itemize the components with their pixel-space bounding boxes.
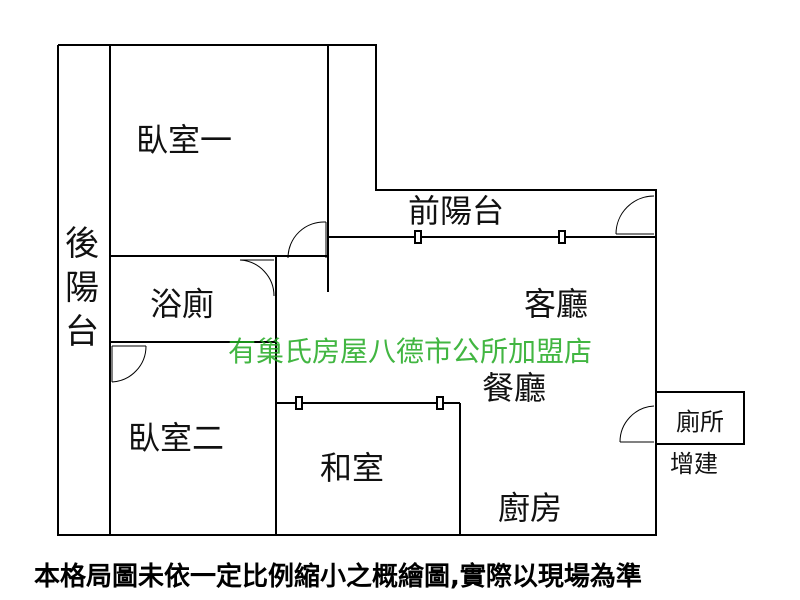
label-back-balcony: 後陽台 (65, 224, 99, 353)
label-bathroom: 浴廁 (150, 285, 215, 323)
agency-watermark: 有巢氏房屋八德市公所加盟店 (228, 335, 593, 368)
label-bedroom1: 臥室一 (136, 121, 233, 159)
label-extension: 增建 (670, 450, 718, 478)
door-marker (558, 230, 566, 244)
door-marker (436, 396, 444, 410)
label-kitchen: 廚房 (498, 489, 563, 527)
label-living-room: 客廳 (524, 285, 589, 323)
door-marker (295, 396, 303, 410)
door-swing-bedroom2 (111, 345, 147, 383)
door-swings (111, 195, 655, 443)
label-toilet: 廁所 (676, 408, 724, 436)
walls (57, 44, 745, 536)
label-japanese-room: 和室 (320, 449, 385, 487)
label-front-balcony: 前陽台 (408, 192, 505, 230)
door-marker (414, 230, 422, 244)
sliding-door-markers (295, 230, 566, 410)
outer-wall (57, 44, 657, 536)
label-bedroom2: 臥室二 (128, 419, 225, 457)
door-swing-toilet (619, 405, 655, 443)
toilet-extension-wall (656, 391, 745, 445)
door-swing-front-balcony (615, 195, 655, 235)
label-dining-room: 餐廳 (482, 369, 547, 407)
door-swing-bathroom (239, 259, 275, 297)
door-swing-bedroom1 (287, 221, 327, 259)
floor-plan-disclaimer: 本格局圖未依一定比例縮小之概繪圖,實際以現場為準 (34, 562, 642, 592)
